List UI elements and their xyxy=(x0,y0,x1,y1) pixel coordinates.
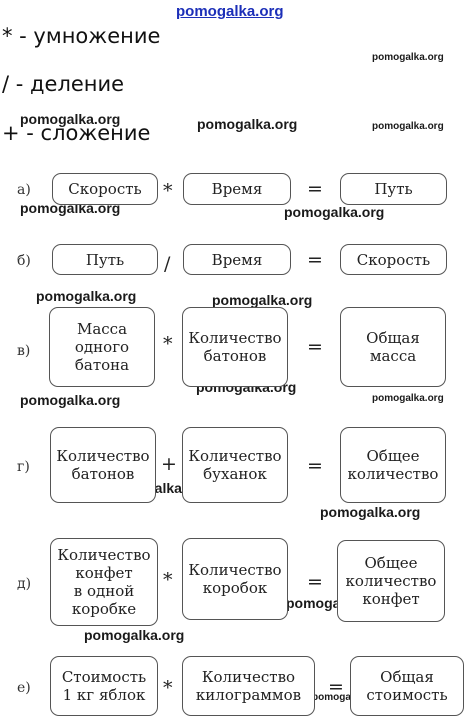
legend-addition: + - сложение xyxy=(2,121,151,145)
box-distance: Путь xyxy=(340,173,447,205)
box-speed: Скорость xyxy=(52,173,158,205)
box-loaf-mass: Масса одного батона xyxy=(49,307,155,387)
row-label: в) xyxy=(17,343,31,359)
watermark: pomogalka.org xyxy=(312,692,384,703)
watermark: pomogalka.org xyxy=(372,52,444,63)
box-loaf-count: Количество батонов xyxy=(182,307,288,387)
box-total-count: Общее количество xyxy=(340,427,446,503)
box-speed: Скорость xyxy=(340,244,447,275)
watermark: pomogalka.org xyxy=(20,111,121,127)
watermark: pomogalka.org xyxy=(284,204,385,220)
row-label: д) xyxy=(17,576,32,592)
box-total-candies: Общее количество конфет xyxy=(337,540,445,622)
operator-multiply: * xyxy=(163,569,173,591)
watermark: pomogalka.org xyxy=(372,393,444,404)
box-total-cost: Общая стоимость xyxy=(350,656,464,716)
box-time: Время xyxy=(183,173,291,205)
box-total-mass: Общая масса xyxy=(340,307,446,387)
watermark: pomogalka.org xyxy=(36,288,137,304)
operator-equals: = xyxy=(307,249,323,271)
operator-multiply: * xyxy=(163,677,173,699)
operator-plus: + xyxy=(161,453,177,475)
row-label: б) xyxy=(17,253,31,269)
row-label: а) xyxy=(17,182,31,198)
operator-equals: = xyxy=(307,455,323,477)
operator-equals: = xyxy=(328,676,344,698)
watermark: pomogalka.org xyxy=(212,292,313,308)
box-time: Время xyxy=(183,244,291,275)
box-distance: Путь xyxy=(52,244,158,275)
watermark: pomogalka.org xyxy=(20,392,121,408)
box-loaf-count: Количество батонов xyxy=(50,427,156,503)
watermark: pomogalka.org xyxy=(84,627,185,643)
legend-division: / - деление xyxy=(2,72,125,96)
row-label: г) xyxy=(17,459,30,475)
box-candies-per-box: Количество конфет в одной коробке xyxy=(50,538,158,626)
watermark: pomogalka.org xyxy=(372,121,444,132)
box-kilogram-count: Количество килограммов xyxy=(182,656,315,716)
operator-equals: = xyxy=(307,178,323,200)
operator-multiply: * xyxy=(163,333,173,355)
operator-equals: = xyxy=(307,336,323,358)
box-box-count: Количество коробок xyxy=(182,538,288,620)
watermark: pomogalka.org xyxy=(197,116,298,132)
box-bread-count: Количество буханок xyxy=(182,427,288,503)
watermark: pomogalka.org xyxy=(320,504,421,520)
operator-divide: / xyxy=(164,253,171,275)
operator-equals: = xyxy=(307,571,323,593)
row-label: е) xyxy=(17,680,31,696)
box-apple-price: Стоимость 1 кг яблок xyxy=(50,656,158,716)
legend-multiplication: * - умножение xyxy=(2,24,161,48)
operator-multiply: * xyxy=(163,180,173,202)
watermark-top[interactable]: pomogalka.org xyxy=(176,3,284,20)
